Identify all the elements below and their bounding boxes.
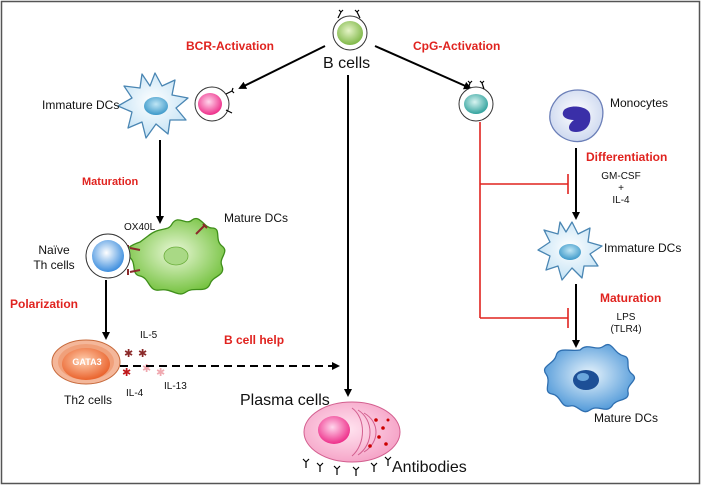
svg-text:✱: ✱: [156, 366, 165, 379]
gata3-label: GATA3: [72, 357, 102, 367]
svg-text:✱: ✱: [142, 362, 151, 375]
cpg-activation-label: CpG-Activation: [413, 39, 501, 53]
gm-csf-plus-label: +: [618, 183, 624, 194]
mature-dcs-left-label: Mature DCs: [224, 211, 289, 225]
gm-csf-il4-label: IL-4: [612, 195, 630, 206]
polarization-label: Polarization: [10, 297, 79, 311]
antibodies-glyphs: [302, 456, 392, 476]
gm-csf-label: GM-CSF: [601, 171, 641, 182]
b-cell-top: [332, 9, 368, 51]
mature-dc-left: [125, 217, 226, 295]
svg-text:✱: ✱: [122, 366, 131, 379]
plasma-cell: [303, 401, 401, 463]
maturation-right-label: Maturation: [600, 291, 662, 305]
differentiation-label: Differentiation: [586, 150, 668, 164]
monocytes-label: Monocytes: [610, 96, 669, 110]
immature-dcs-right-label: Immature DCs: [604, 241, 682, 255]
arrow-cpg-activation: [374, 45, 472, 90]
svg-text:✱: ✱: [124, 347, 133, 360]
il5-label: IL-5: [140, 330, 158, 341]
il13-label: IL-13: [164, 381, 187, 392]
tlr4-label: (TLR4): [610, 324, 642, 335]
cytokines: ✱ ✱ ✱ ✱ ✱: [122, 347, 165, 379]
plasma-cells-label: Plasma cells: [240, 392, 330, 409]
b-cells-label: B cells: [323, 55, 371, 72]
immature-dcs-left-label: Immature DCs: [42, 98, 120, 112]
cpg-activated-b-cell: [458, 80, 494, 122]
arrow-bcr-activation: [238, 45, 326, 89]
svg-text:✱: ✱: [138, 347, 147, 360]
monocyte: [549, 89, 604, 143]
th2-cell: [51, 339, 121, 385]
mature-dcs-right-label: Mature DCs: [594, 411, 659, 425]
maturation-left-label: Maturation: [82, 176, 139, 188]
naive-label: Naïve: [38, 243, 70, 257]
mature-dc-right: [543, 343, 636, 413]
antibodies-label: Antibodies: [392, 459, 467, 476]
inhibition-lines: [479, 122, 569, 328]
bcr-activation-label: BCR-Activation: [186, 39, 275, 53]
ox40l-label: OX40L: [124, 222, 156, 233]
naive-th-cell: [85, 233, 131, 279]
b-cell-help-label: B cell help: [224, 333, 285, 347]
bcr-activated-b-cell: [194, 86, 235, 122]
lps-label: LPS: [616, 312, 636, 323]
th-cells-label: Th cells: [33, 258, 75, 272]
immature-dc-right: [537, 221, 603, 281]
il4-label: IL-4: [126, 388, 144, 399]
immature-dc-left: [117, 72, 189, 139]
th2-cells-label: Th2 cells: [64, 393, 113, 407]
